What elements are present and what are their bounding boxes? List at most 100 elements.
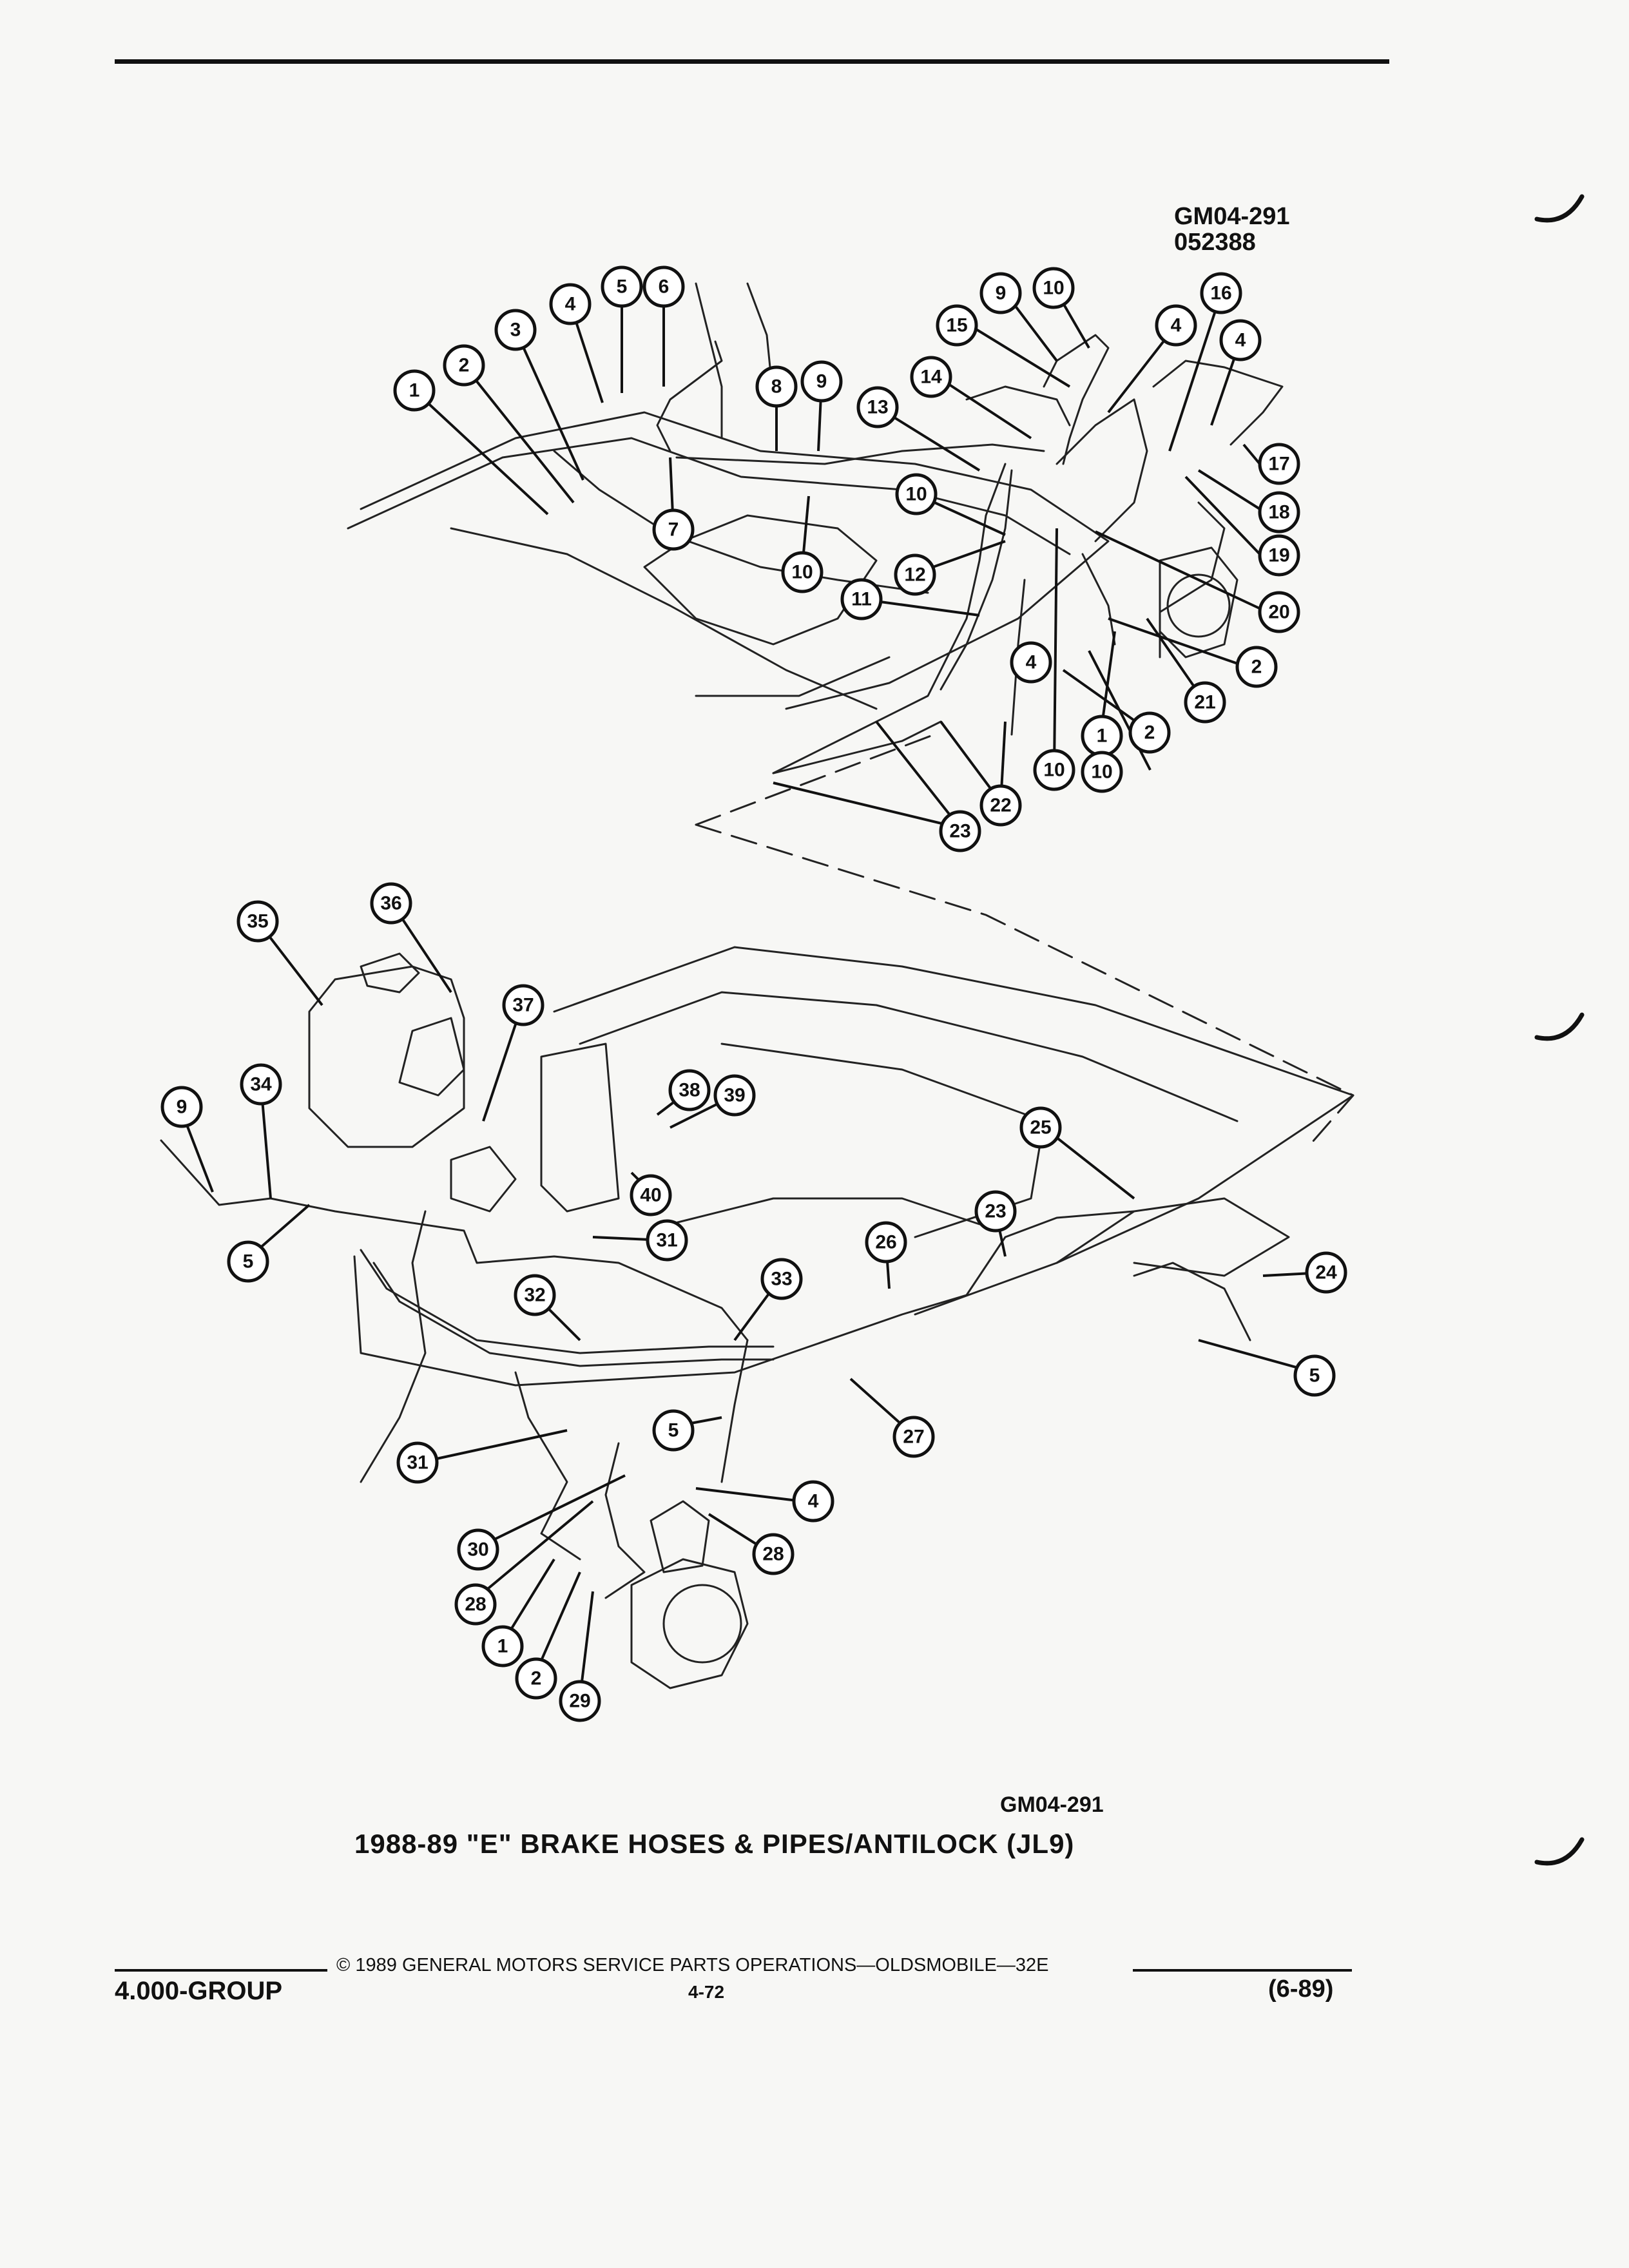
callout-23a: 23 xyxy=(939,810,981,852)
callout-label: 27 xyxy=(903,1427,924,1448)
callout-36: 36 xyxy=(370,882,412,925)
callout-label: 35 xyxy=(247,911,268,932)
callout-label: 40 xyxy=(640,1185,661,1206)
callout-18: 18 xyxy=(1258,491,1300,533)
callout-label: 2 xyxy=(531,1668,542,1689)
callout-4a: 4 xyxy=(549,283,592,325)
callout-2b: 2 xyxy=(1235,646,1278,688)
callout-label: 10 xyxy=(791,562,813,583)
callout-10e: 10 xyxy=(1081,751,1123,793)
top-rule xyxy=(115,59,1389,64)
callout-1b: 1 xyxy=(1081,715,1123,757)
callout-label: 2 xyxy=(1144,722,1155,744)
callout-27: 27 xyxy=(892,1416,935,1458)
figure-code: GM04-291 xyxy=(1174,203,1290,230)
callout-label: 37 xyxy=(512,995,534,1016)
callout-label: 22 xyxy=(990,795,1011,816)
figure-date-code: 052388 xyxy=(1174,229,1256,256)
binding-mark-middle xyxy=(1534,1012,1585,1041)
callout-5a: 5 xyxy=(601,265,643,308)
callout-37: 37 xyxy=(502,984,545,1026)
callout-33: 33 xyxy=(760,1258,803,1300)
callout-31a: 31 xyxy=(646,1219,688,1262)
callout-label: 4 xyxy=(1235,330,1246,351)
footer-copyright: © 1989 GENERAL MOTORS SERVICE PARTS OPER… xyxy=(336,1955,1049,1975)
callout-13: 13 xyxy=(856,386,899,428)
callout-label: 16 xyxy=(1210,283,1231,304)
callout-9c: 9 xyxy=(160,1086,203,1128)
callout-label: 3 xyxy=(510,320,521,341)
callout-label: 1 xyxy=(409,380,420,401)
callout-label: 17 xyxy=(1268,454,1289,475)
callout-label: 33 xyxy=(771,1269,792,1290)
callout-label: 32 xyxy=(524,1285,545,1306)
callout-15: 15 xyxy=(936,304,978,347)
callout-10c: 10 xyxy=(895,473,938,515)
callout-25: 25 xyxy=(1019,1106,1062,1149)
callout-label: 13 xyxy=(867,397,888,418)
callout-label: 4 xyxy=(1171,315,1182,336)
callout-16: 16 xyxy=(1200,272,1242,314)
callout-24: 24 xyxy=(1305,1251,1347,1294)
callout-9b: 9 xyxy=(979,272,1022,314)
callout-label: 28 xyxy=(762,1544,784,1565)
callout-label: 30 xyxy=(467,1539,488,1561)
callout-label: 38 xyxy=(679,1080,700,1101)
callout-28a: 28 xyxy=(752,1533,795,1575)
callout-label: 5 xyxy=(1309,1365,1320,1387)
callout-label: 36 xyxy=(380,893,401,914)
callout-label: 2 xyxy=(1251,657,1262,678)
callout-29: 29 xyxy=(559,1680,601,1722)
callout-31b: 31 xyxy=(396,1441,439,1484)
callout-20: 20 xyxy=(1258,591,1300,633)
callout-label: 9 xyxy=(996,283,1007,304)
callout-4e: 4 xyxy=(792,1480,834,1523)
callout-12: 12 xyxy=(894,553,936,596)
callout-21: 21 xyxy=(1184,681,1226,724)
callout-label: 9 xyxy=(816,371,827,392)
callout-label: 4 xyxy=(808,1491,819,1512)
callout-30: 30 xyxy=(457,1528,499,1571)
callout-label: 10 xyxy=(1043,760,1065,781)
callout-label: 5 xyxy=(243,1251,254,1273)
callout-label: 10 xyxy=(905,484,927,505)
callout-label: 31 xyxy=(407,1452,428,1474)
callout-label: 1 xyxy=(1097,726,1108,747)
callout-1c: 1 xyxy=(481,1625,524,1667)
callout-5c: 5 xyxy=(1293,1354,1336,1397)
callout-17: 17 xyxy=(1258,443,1300,485)
callout-label: 6 xyxy=(659,276,670,298)
callout-32: 32 xyxy=(514,1274,556,1316)
callout-7: 7 xyxy=(652,508,695,551)
callout-label: 20 xyxy=(1268,602,1289,623)
diagram-linework xyxy=(160,282,1354,1689)
footer-revision: (6-89) xyxy=(1268,1975,1334,2003)
figure-title: 1988-89 "E" BRAKE HOSES & PIPES/ANTILOCK… xyxy=(354,1829,1075,1859)
figure-id: GM04-291 052388 xyxy=(1174,204,1290,255)
callout-2a: 2 xyxy=(443,344,485,387)
callout-4b: 4 xyxy=(1155,304,1197,347)
callout-10b: 10 xyxy=(1032,267,1075,309)
footer-group: 4.000-GROUP xyxy=(115,1977,283,2005)
callout-23b: 23 xyxy=(974,1190,1017,1233)
callout-label: 11 xyxy=(851,589,872,610)
callout-5b: 5 xyxy=(227,1240,269,1283)
callout-10a: 10 xyxy=(781,551,824,593)
callout-label: 23 xyxy=(949,821,970,842)
callout-19: 19 xyxy=(1258,534,1300,577)
binding-mark-bottom xyxy=(1534,1837,1585,1866)
callout-22: 22 xyxy=(979,784,1022,827)
callout-label: 26 xyxy=(875,1232,896,1253)
callout-3: 3 xyxy=(494,309,537,351)
callout-38: 38 xyxy=(668,1069,711,1111)
callout-label: 18 xyxy=(1268,502,1289,523)
callout-8: 8 xyxy=(755,365,798,408)
binding-mark-top xyxy=(1534,194,1585,223)
callout-label: 19 xyxy=(1268,545,1289,566)
callout-2d: 2 xyxy=(515,1657,557,1700)
callout-4c: 4 xyxy=(1219,319,1262,361)
callout-label: 5 xyxy=(668,1420,679,1441)
callout-label: 28 xyxy=(465,1594,486,1615)
callout-label: 5 xyxy=(617,276,628,298)
footer-rule-right xyxy=(1133,1969,1352,1972)
